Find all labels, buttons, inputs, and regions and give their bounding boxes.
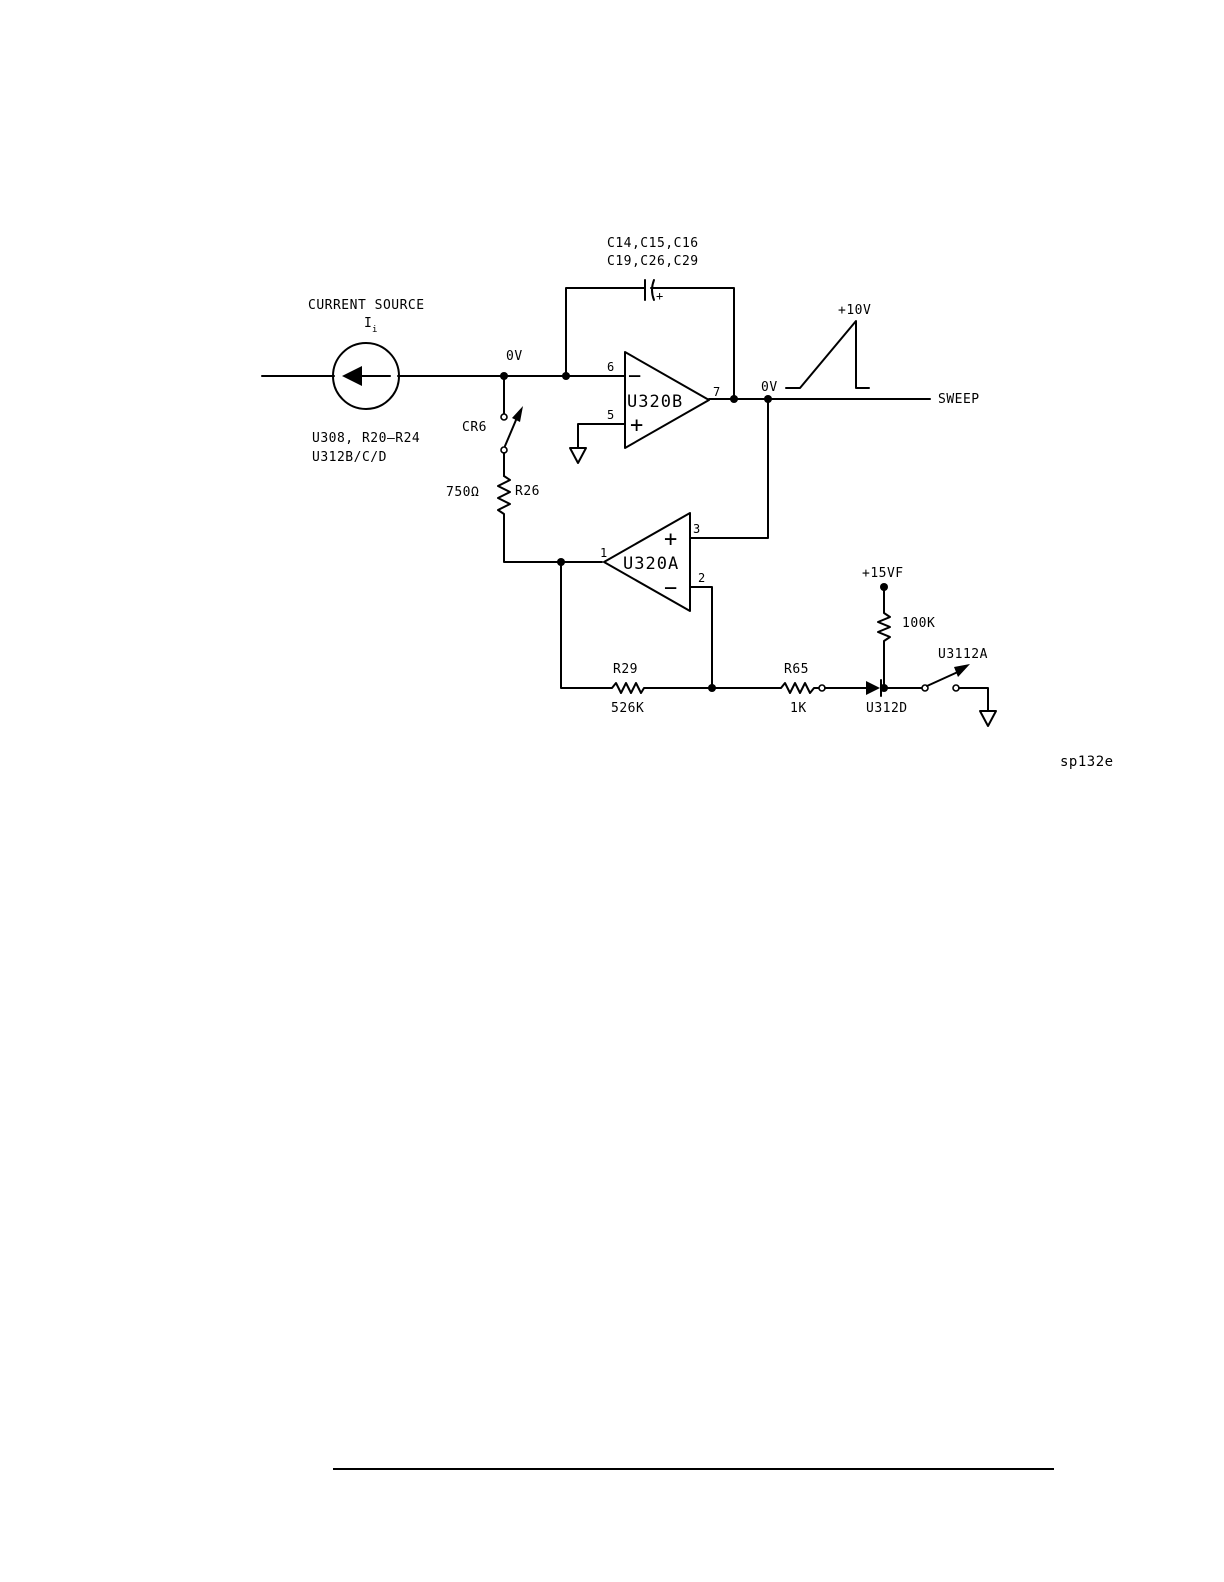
r26-value: 750Ω [446,485,479,500]
figure-id: sp132e [1060,754,1114,770]
supply-label: +15VF [862,566,904,581]
opamp-u320b [570,352,930,463]
input-node-label: 0V [506,349,523,364]
u320a-plus-sign: + [664,527,677,552]
ground-symbol-u320b [570,448,586,463]
resistor-100k [878,588,890,688]
reset-switch-cr6 [501,376,523,476]
source-parts-line-1: U308, R20–R24 [312,431,420,446]
r26-label: R26 [515,484,540,499]
diode-label: U312D [866,701,908,716]
diode-u312d [825,680,922,696]
u320b-pin-6: 6 [607,360,614,374]
u320a-pin-2: 2 [698,571,705,585]
source-parts-line-2: U312B/C/D [312,450,387,465]
u320a-pin-1: 1 [600,546,607,560]
u320b-label: U320B [627,392,683,412]
sweep-output-label: SWEEP [938,392,980,407]
ramp-peak-label: +10V [838,303,871,318]
r65-value: 1K [790,701,807,716]
u320a-label: U320A [623,554,679,574]
resistor-r65 [712,683,819,693]
switch-u3112a [922,664,996,726]
r29-value: 526K [611,701,644,716]
current-direction-arrow [342,366,362,386]
current-source-label: CURRENT SOURCE [308,298,425,313]
r65-label: R65 [784,662,809,677]
sweep-ramp-waveform [786,321,869,388]
r29-label: R29 [613,662,638,677]
u320a-minus-sign: − [664,576,677,601]
current-symbol-subscript: i [372,325,377,335]
current-source [262,343,612,409]
switch-label: U3112A [938,647,988,662]
capacitor-polarity: + [656,289,663,303]
u320b-pin-7: 7 [713,385,720,399]
capacitors-label-1: C14,C15,C16 [607,236,699,251]
pullup-value: 100K [902,616,935,631]
resistor-r26 [498,476,602,562]
feedback-capacitor [566,280,734,399]
u320a-pin-3: 3 [693,522,700,536]
u320b-plus-sign: + [630,413,643,438]
capacitors-label-2: C19,C26,C29 [607,254,699,269]
ground-symbol-switch [980,711,996,726]
cr6-label: CR6 [462,420,487,435]
u320b-pin-5: 5 [607,408,614,422]
u320b-minus-sign: − [628,364,641,389]
output-node-label: 0V [761,380,778,395]
opamp-u320a [604,399,768,688]
